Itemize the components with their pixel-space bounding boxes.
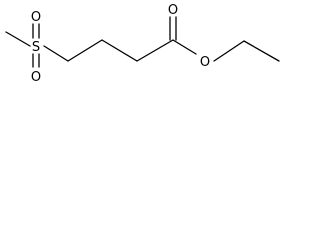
bond-c3-c2 bbox=[101, 39, 138, 62]
carbonyl-oxygen-label: O bbox=[168, 3, 178, 18]
background bbox=[0, 0, 284, 92]
sulfur-atom-label: S bbox=[32, 40, 40, 55]
sulfonyl-oxygen-top-label: O bbox=[31, 10, 41, 25]
bond-ch2-ch3 bbox=[243, 40, 280, 62]
bond-methyl-sulfur bbox=[5, 31, 31, 47]
bond-sulfur-c4 bbox=[43, 45, 69, 62]
structure-canvas: S O O O O bbox=[0, 0, 284, 92]
bond-carbonyl-ester-oxygen bbox=[172, 39, 197, 55]
bond-ester-oxygen-ch2 bbox=[213, 40, 245, 62]
ester-oxygen-label: O bbox=[200, 55, 210, 70]
bond-c4-c3 bbox=[67, 39, 103, 62]
bond-c2-carbonyl bbox=[136, 39, 174, 62]
molecule-drawing: S O O O O bbox=[0, 0, 284, 92]
sulfonyl-oxygen-bottom-label: O bbox=[31, 70, 41, 85]
